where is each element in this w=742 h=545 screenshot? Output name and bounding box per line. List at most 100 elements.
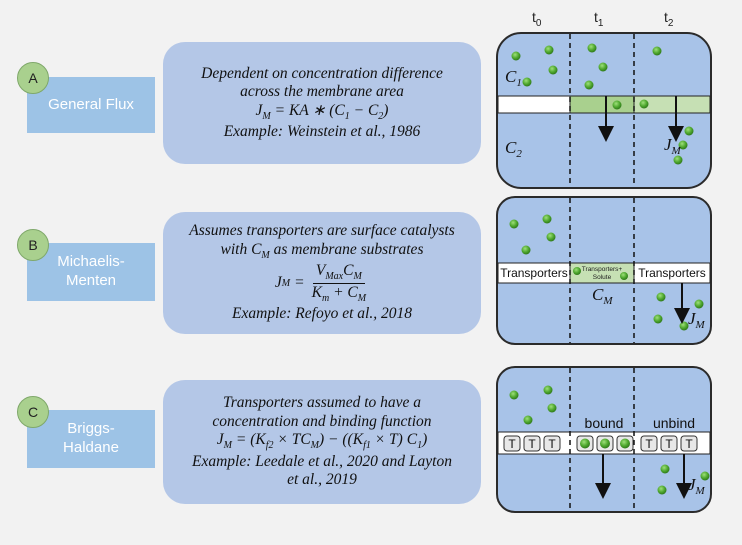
solute-dot bbox=[543, 385, 553, 395]
desc-b-line1: Assumes transporters are surface catalys… bbox=[189, 222, 455, 240]
t-label: T bbox=[645, 437, 653, 451]
michaelis-menten-description: Assumes transporters are surface catalys… bbox=[163, 212, 481, 334]
label-a-circle: A bbox=[17, 62, 49, 94]
eq-b-cm-sub: M bbox=[357, 293, 367, 305]
desc-b-post: as membrane substrates bbox=[269, 240, 424, 258]
complex-line1: Transporters+ bbox=[582, 266, 623, 273]
michaelis-menten-label: Michaelis- Menten bbox=[27, 243, 155, 301]
eq-b-c: C bbox=[343, 261, 354, 279]
label-b-circle: B bbox=[17, 229, 49, 261]
solute-dot bbox=[600, 438, 610, 449]
solute-dot bbox=[546, 232, 556, 242]
general-flux-description: Dependent on concentration difference ac… bbox=[163, 42, 481, 164]
c1-label: C1 bbox=[505, 67, 522, 89]
eq-a-rhs: = KA ∗ (C bbox=[270, 101, 345, 119]
desc-c-line2: concentration and binding function bbox=[212, 412, 432, 430]
desc-a-line2: across the membrane area bbox=[240, 83, 404, 101]
eq-b-v-sub: Max bbox=[325, 271, 344, 283]
transporters-right-label: Transporters bbox=[638, 266, 706, 280]
bound-label: bound bbox=[585, 415, 624, 431]
eq-c-p2-sub: M bbox=[310, 440, 320, 452]
eq-c-p4-sub: 1 bbox=[417, 440, 423, 452]
transporter-box bbox=[503, 435, 521, 452]
t-label: T bbox=[548, 437, 556, 451]
solute-dot bbox=[573, 267, 581, 275]
eq-a-sub2: 2 bbox=[378, 110, 384, 122]
c2-label: C2 bbox=[505, 138, 522, 160]
transporters-left-label: Transporters bbox=[500, 266, 568, 280]
eq-a-end: ) bbox=[383, 101, 389, 119]
eq-c-p5: ) bbox=[422, 431, 428, 449]
solute-dot bbox=[620, 438, 630, 449]
mm-line2: Menten bbox=[65, 272, 117, 289]
panel-b: Transporters Transporters Transporters+ … bbox=[496, 196, 712, 345]
solute-dot bbox=[673, 155, 683, 165]
t1-label: t1 bbox=[594, 9, 604, 29]
eq-b-k: K bbox=[311, 284, 322, 302]
solute-dot bbox=[580, 438, 590, 449]
solute-dot bbox=[652, 46, 662, 56]
equation-c: JM = (Kf2 × TCM) − ((Kf1 × T) C1) bbox=[217, 431, 427, 452]
solute-dot bbox=[660, 464, 670, 474]
general-flux-text: General Flux bbox=[48, 95, 134, 113]
eq-c-p3: ) − ((K bbox=[319, 431, 364, 449]
solute-dot bbox=[511, 51, 521, 61]
eq-c-p1-sub: f2 bbox=[265, 440, 274, 452]
solute-dot bbox=[678, 140, 688, 150]
solute-dot bbox=[684, 126, 694, 136]
transporter-box bbox=[543, 435, 561, 452]
label-c-circle: C bbox=[17, 396, 49, 428]
t-label: T bbox=[508, 437, 516, 451]
jm-label-b: JM bbox=[688, 309, 706, 331]
unbind-label: unbind bbox=[653, 415, 695, 431]
transporter-box bbox=[523, 435, 541, 452]
eq-b-fraction: VMaxCM Km + CM bbox=[309, 262, 369, 305]
eq-c-p2: × TC bbox=[273, 431, 311, 449]
bh-line1: Briggs- bbox=[67, 420, 115, 438]
eq-a-sub1: 1 bbox=[344, 110, 350, 122]
eq-a-j-sub: M bbox=[262, 110, 271, 122]
t0-label: t0 bbox=[532, 9, 542, 29]
panel-a-membrane-t0 bbox=[497, 95, 571, 114]
solute-dot bbox=[548, 65, 558, 75]
transporter-box bbox=[660, 435, 678, 452]
desc-b-sub: M bbox=[261, 249, 270, 261]
t2-label: t2 bbox=[664, 9, 674, 29]
panel-a: C1 C2 JM bbox=[496, 32, 712, 189]
t-label: T bbox=[665, 437, 673, 451]
eq-b-j-sub: M bbox=[281, 277, 291, 289]
solute-dot bbox=[544, 45, 554, 55]
desc-a-line1: Dependent on concentration difference bbox=[201, 64, 443, 82]
eq-b-k-sub: m bbox=[321, 293, 330, 305]
solute-dot bbox=[653, 314, 663, 324]
solute-dot bbox=[523, 415, 533, 425]
solute-dot bbox=[547, 403, 557, 413]
eq-b-j: J bbox=[274, 274, 282, 292]
desc-b-pre: with C bbox=[220, 240, 262, 258]
solute-dot bbox=[587, 43, 597, 53]
solute-dot bbox=[620, 272, 628, 280]
solute-dot bbox=[657, 485, 667, 495]
eq-c-p3-sub: f1 bbox=[363, 440, 371, 452]
eq-c-j-sub: M bbox=[223, 440, 232, 452]
eq-c-j: J bbox=[216, 431, 224, 449]
solute-dot bbox=[700, 471, 710, 481]
jm-label-a: JM bbox=[664, 135, 682, 157]
panel-c: T T T T T T bound unbind JM bbox=[496, 366, 712, 513]
solute-dot bbox=[598, 62, 608, 72]
solute-dot bbox=[694, 299, 704, 309]
equation-a: JM = KA ∗ (C1 − C2) bbox=[256, 102, 389, 123]
jm-label-c: JM bbox=[688, 475, 706, 497]
cm-label: CM bbox=[592, 285, 613, 307]
mm-line1: Michaelis- bbox=[57, 253, 125, 271]
briggs-haldane-label: Briggs- Haldane bbox=[27, 410, 155, 468]
briggs-haldane-description: Transporters assumed to have a concentra… bbox=[163, 380, 481, 504]
panel-a-membrane-t1 bbox=[569, 95, 635, 114]
desc-c-line1: Transporters assumed to have a bbox=[222, 394, 422, 412]
eq-a-mid: − C bbox=[349, 101, 379, 119]
bh-line2: Haldane bbox=[63, 439, 119, 456]
solute-dot bbox=[612, 100, 622, 110]
eq-b-v: V bbox=[315, 261, 326, 279]
